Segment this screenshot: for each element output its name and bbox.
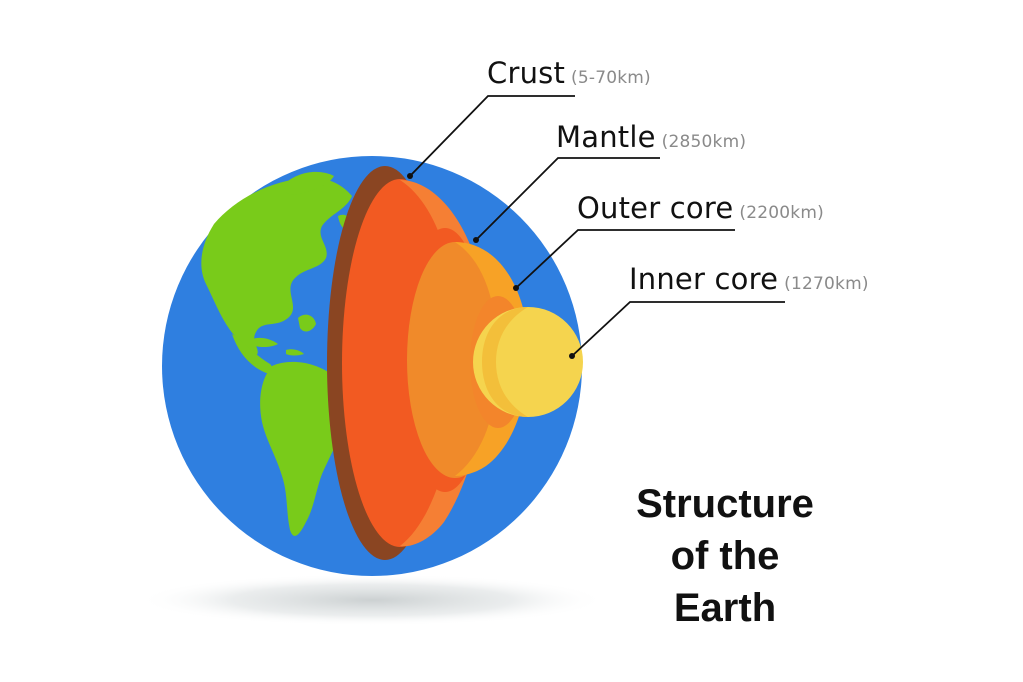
layer-thickness: (5-70km) <box>571 68 651 88</box>
label-crust: Crust(5-70km) <box>487 56 651 90</box>
outer-core-face <box>407 242 503 478</box>
layer-name: Outer core <box>577 191 734 225</box>
layer-name: Inner core <box>629 262 779 296</box>
title-line-3: Earth <box>673 586 777 630</box>
layer-thickness: (2200km) <box>739 203 824 223</box>
title-line-2: of the <box>670 534 780 578</box>
cutaway-layers <box>327 166 583 560</box>
leader-line-mantle <box>475 157 660 241</box>
leader-line-crust <box>409 95 575 177</box>
label-mantle: Mantle(2850km) <box>556 120 746 154</box>
continents <box>201 171 352 536</box>
leader-dots <box>407 173 575 359</box>
title-line-1: Structure <box>636 482 814 526</box>
diagram-title: Structure of the Earth <box>600 478 850 634</box>
layer-name: Crust <box>487 56 566 90</box>
leader-lines <box>409 95 785 357</box>
label-outer-core: Outer core(2200km) <box>577 191 824 225</box>
leader-line-outer-core <box>515 229 735 289</box>
label-inner-core: Inner core(1270km) <box>629 262 869 296</box>
inner-core-shade <box>482 307 528 417</box>
layer-name: Mantle <box>556 120 656 154</box>
ground-shadow <box>137 574 607 626</box>
leader-line-inner-core <box>571 301 785 357</box>
layer-thickness: (2850km) <box>661 132 747 152</box>
layer-thickness: (1270km) <box>784 274 869 294</box>
